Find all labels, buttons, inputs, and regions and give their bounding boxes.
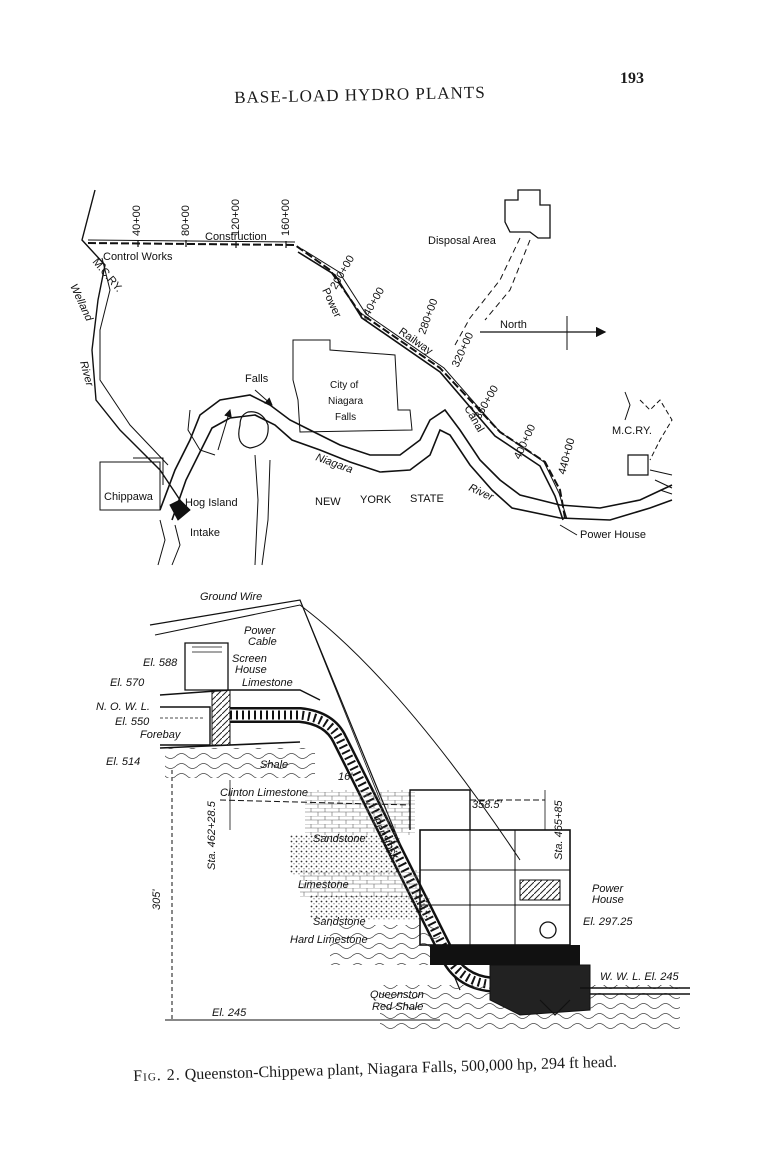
forebay bbox=[160, 706, 211, 746]
sandstone-label: Sandstone bbox=[313, 833, 366, 845]
el-514-label: El. 514 bbox=[106, 756, 140, 768]
chippawa-label: Chippawa bbox=[104, 491, 154, 503]
chippawa-block bbox=[99, 461, 161, 511]
mcry-right-label: M.C.RY. bbox=[612, 425, 652, 437]
hog-island-label: Hog Island bbox=[185, 497, 238, 509]
city-niagara-label: Niagara bbox=[328, 396, 363, 407]
figure-number: Fig. 2. bbox=[133, 1066, 181, 1085]
el-570-label: El. 570 bbox=[110, 677, 145, 689]
section-labels: Ground Wire Power Cable El. 588 Screen H… bbox=[96, 591, 680, 1019]
power-house-label: Power bbox=[592, 883, 625, 895]
city-outline bbox=[292, 339, 413, 433]
nowl-label: N. O. W. L. bbox=[96, 701, 150, 713]
sta-left-label: Sta. 462+28.5 bbox=[206, 800, 218, 870]
el-297-label: El. 297.25 bbox=[583, 916, 633, 928]
welland-river bbox=[81, 189, 181, 501]
control-works-label: Control Works bbox=[103, 251, 173, 263]
shale-label: Shale bbox=[260, 759, 288, 771]
clinton-limestone-label: Clinton Limestone bbox=[220, 787, 308, 799]
page-number: 193 bbox=[620, 70, 644, 87]
dim-358-label: 358.5' bbox=[472, 799, 503, 811]
power-cable-label: Power bbox=[244, 625, 277, 637]
island-outline bbox=[238, 411, 269, 449]
construction-label: Construction bbox=[205, 231, 267, 243]
power-label: Power bbox=[319, 286, 343, 320]
river-right-label: River bbox=[467, 482, 497, 504]
map-labels: 40+00 80+00 120+00 160+00 200+00 240+00 … bbox=[67, 199, 652, 541]
intake-label: Intake bbox=[190, 527, 220, 539]
york-label: YORK bbox=[360, 494, 392, 506]
power-house-label: Power House bbox=[580, 529, 646, 541]
sandstone-2-label: Sandstone bbox=[313, 916, 366, 928]
station-label: 40+00 bbox=[131, 205, 143, 236]
power-cable-label-2: Cable bbox=[248, 636, 277, 648]
new-label: NEW bbox=[315, 496, 341, 508]
disposal-area-label: Disposal Area bbox=[428, 235, 497, 247]
city-falls-label: Falls bbox=[335, 412, 356, 423]
power-cable bbox=[154, 604, 521, 861]
station-label: 320+00 bbox=[450, 331, 477, 370]
niagara-river bbox=[159, 394, 673, 511]
queenston-label: Queenston bbox=[370, 989, 424, 1001]
power-house bbox=[409, 789, 591, 1016]
screen-label: Screen bbox=[232, 653, 267, 665]
dim-305-label: 305' bbox=[151, 889, 163, 910]
route-map bbox=[81, 189, 673, 566]
welland-label: Welland bbox=[67, 282, 95, 324]
power-house-label-2: House bbox=[592, 894, 624, 906]
station-label: 80+00 bbox=[180, 205, 192, 236]
el-588-label: El. 588 bbox=[143, 657, 178, 669]
hard-limestone-label: Hard Limestone bbox=[290, 934, 368, 946]
railway-line bbox=[87, 242, 566, 519]
sta-right-label: Sta. 465+85 bbox=[553, 799, 565, 860]
disposal-area bbox=[504, 189, 551, 239]
ground-wire-label: Ground Wire bbox=[200, 591, 262, 603]
limestone-label: Limestone bbox=[298, 879, 349, 891]
station-label: 280+00 bbox=[417, 297, 441, 336]
falls-label: Falls bbox=[245, 373, 269, 385]
el-245-label: El. 245 bbox=[212, 1007, 247, 1019]
twl-label: W. W. L. El. 245 bbox=[600, 971, 680, 983]
forebay-label: Forebay bbox=[140, 729, 182, 741]
dim-16-label: 16' bbox=[338, 771, 353, 783]
cross-section bbox=[149, 599, 690, 1030]
station-label: 160+00 bbox=[280, 199, 292, 236]
station-label: 120+00 bbox=[230, 199, 242, 236]
screen-house-label: House bbox=[235, 664, 267, 676]
figure-illustration: 40+00 80+00 120+00 160+00 200+00 240+00 … bbox=[67, 189, 690, 1030]
city-label: City of bbox=[330, 380, 359, 391]
station-label: 240+00 bbox=[358, 285, 387, 323]
tailwater bbox=[580, 987, 690, 995]
limestone-top-label: Limestone bbox=[242, 677, 293, 689]
north-label: North bbox=[500, 319, 527, 331]
power-canal bbox=[297, 251, 564, 521]
screen-house bbox=[184, 642, 229, 691]
el-550-label: El. 550 bbox=[115, 716, 150, 728]
station-label: 440+00 bbox=[556, 437, 577, 476]
state-label: STATE bbox=[410, 493, 444, 505]
red-shale-label: Red Shale bbox=[372, 1001, 423, 1013]
